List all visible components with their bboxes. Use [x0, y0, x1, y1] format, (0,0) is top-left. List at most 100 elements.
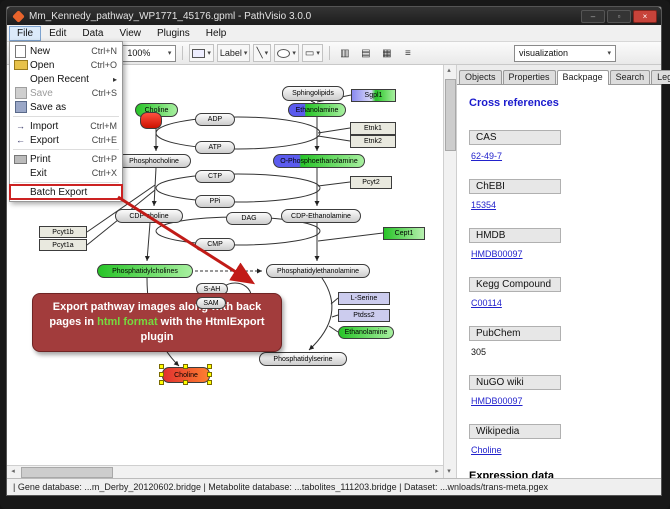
pathway-node[interactable]: ADP: [195, 113, 235, 126]
selection-handle[interactable]: [207, 372, 212, 377]
pathway-node[interactable]: DAG: [226, 212, 272, 225]
align-horizontal-icon: ▥: [340, 47, 350, 59]
pathway-node[interactable]: CMP: [195, 238, 235, 251]
pathway-node[interactable]: PPi: [195, 195, 235, 208]
maximize-button[interactable]: ▫: [607, 9, 631, 23]
menu-edit[interactable]: Edit: [49, 27, 67, 39]
pathway-node[interactable]: Sgpl1: [351, 89, 396, 102]
pathway-node[interactable]: Pcyt1b: [39, 226, 87, 238]
shape-tool-button[interactable]: ▾: [274, 44, 299, 62]
pathway-node[interactable]: S-AH: [196, 283, 228, 295]
pathway-node[interactable]: Phosphatidylethanolamine: [266, 264, 370, 278]
tab-backpage[interactable]: Backpage: [556, 70, 609, 85]
tab-search[interactable]: Search: [609, 70, 651, 84]
xref-value-link[interactable]: 62-49-7: [471, 151, 503, 161]
pathway-node[interactable]: SAM: [196, 297, 226, 309]
menu-item-open-recent[interactable]: Open Recent ▸: [10, 72, 122, 86]
menu-item-export[interactable]: ← Export Ctrl+E: [10, 133, 122, 147]
tab-objects[interactable]: Objects: [459, 70, 502, 84]
scroll-right-arrow[interactable]: ▸: [435, 468, 439, 475]
pathway-node[interactable]: Ethanolamine: [338, 326, 394, 339]
selection-handle[interactable]: [207, 364, 212, 369]
align-horizontal-button[interactable]: ▥: [336, 44, 354, 62]
close-button[interactable]: ×: [633, 9, 657, 23]
vertical-scroll-thumb[interactable]: [445, 79, 456, 151]
scroll-left-arrow[interactable]: ◂: [11, 468, 15, 475]
xref-value-link[interactable]: C00114: [471, 298, 502, 308]
selection-handle[interactable]: [159, 372, 164, 377]
open-folder-icon: [13, 60, 28, 70]
align-vertical-button[interactable]: ▤: [357, 44, 375, 62]
tab-legend[interactable]: Legend: [651, 70, 670, 84]
xref-value-link[interactable]: HMDB00097: [471, 396, 523, 406]
menu-item-shortcut: Ctrl+N: [91, 46, 117, 56]
selection-handle[interactable]: [183, 364, 188, 369]
xref-value-link[interactable]: HMDB00097: [471, 249, 523, 259]
selection-handle[interactable]: [159, 364, 164, 369]
tab-properties[interactable]: Properties: [502, 70, 556, 84]
pathway-node[interactable]: Cept1: [383, 227, 425, 240]
horizontal-scroll-thumb[interactable]: [21, 467, 113, 478]
pathway-node[interactable]: Etnk2: [350, 135, 396, 148]
menu-item-label: Export: [30, 134, 59, 146]
menu-item-open[interactable]: Open Ctrl+O: [10, 58, 122, 72]
datanode-tool-button[interactable]: ▾: [189, 44, 214, 62]
toolbar: Zoom: 100% ▾ ▾ Label▾ ╲▾ ▾ ▭▾ ▥ ▤ ▦ ≡ vi…: [7, 42, 661, 65]
pathway-node[interactable]: Ptdss2: [338, 309, 390, 322]
menu-item-save-as[interactable]: Save as: [10, 100, 122, 114]
stack-icon: ▦: [382, 47, 392, 59]
pathway-node[interactable]: Etnk1: [350, 122, 396, 135]
pathway-node[interactable]: [140, 112, 162, 129]
xref-value-link[interactable]: 15354: [471, 200, 497, 210]
distribute-button[interactable]: ≡: [399, 44, 417, 62]
visualization-combobox[interactable]: visualization ▾: [514, 44, 616, 62]
menu-file[interactable]: File: [9, 25, 42, 41]
menu-help[interactable]: Help: [205, 27, 227, 39]
line-tool-button[interactable]: ╲▾: [253, 44, 272, 62]
xref-source: CAS: [469, 130, 561, 145]
minimize-button[interactable]: –: [581, 9, 605, 23]
scroll-up-arrow[interactable]: ▴: [447, 67, 451, 74]
menu-item-print[interactable]: Print Ctrl+P: [10, 152, 122, 166]
menu-item-import[interactable]: → Import Ctrl+M: [10, 119, 122, 133]
menu-item-label: New: [30, 45, 51, 57]
horizontal-scrollbar[interactable]: ◂ ▸: [7, 465, 443, 478]
menu-item-save[interactable]: Save Ctrl+S: [10, 86, 122, 100]
pathway-node[interactable]: Phosphocholine: [117, 154, 191, 168]
stack-button[interactable]: ▦: [378, 44, 396, 62]
pathway-node[interactable]: Ethanolamine: [288, 103, 346, 117]
chevron-down-icon: ▾: [207, 50, 211, 57]
window-controls: – ▫ ×: [581, 9, 657, 23]
label-tool-button[interactable]: Label▾: [216, 44, 251, 62]
vertical-scrollbar[interactable]: ▴ ▾: [443, 65, 457, 478]
menu-item-batch-export[interactable]: Batch Export: [9, 184, 123, 200]
pathway-node[interactable]: Phosphatidylserine: [259, 352, 347, 366]
pathway-node[interactable]: L-Serine: [338, 292, 390, 305]
menu-plugins[interactable]: Plugins: [156, 27, 190, 39]
pathway-node[interactable]: Pcyt2: [350, 176, 392, 189]
pathway-node[interactable]: Sphingolipids: [282, 86, 344, 101]
pathway-node[interactable]: CDP-Ethanolamine: [281, 209, 361, 223]
pathway-node[interactable]: Phosphatidylcholines: [97, 264, 193, 278]
chevron-down-icon: ▾: [167, 50, 172, 57]
pathway-node[interactable]: CDP-choline: [115, 209, 183, 223]
selection-handle[interactable]: [159, 380, 164, 385]
menu-item-new[interactable]: New Ctrl+N: [10, 44, 122, 58]
pathway-node[interactable]: CTP: [195, 170, 235, 183]
zoom-combobox[interactable]: 100% ▾: [122, 44, 177, 62]
xref-section-pubchem: PubChem 305: [469, 323, 649, 357]
distribute-icon: ≡: [404, 47, 411, 59]
scroll-down-arrow[interactable]: ▾: [447, 468, 451, 475]
template-tool-button[interactable]: ▭▾: [301, 44, 323, 62]
selection-handle[interactable]: [183, 380, 188, 385]
pathway-node[interactable]: O-Phosphoethanolamine: [273, 154, 365, 168]
pathway-node[interactable]: ATP: [195, 141, 235, 154]
pathway-node[interactable]: Pcyt1a: [39, 239, 87, 251]
menu-view[interactable]: View: [119, 27, 141, 39]
menu-item-exit[interactable]: Exit Ctrl+X: [10, 166, 122, 180]
align-vertical-icon: ▤: [361, 47, 371, 59]
selection-handle[interactable]: [207, 380, 212, 385]
menu-data[interactable]: Data: [82, 27, 104, 39]
xref-value-link[interactable]: Choline: [471, 445, 502, 455]
oval-shape-icon: [277, 48, 291, 58]
